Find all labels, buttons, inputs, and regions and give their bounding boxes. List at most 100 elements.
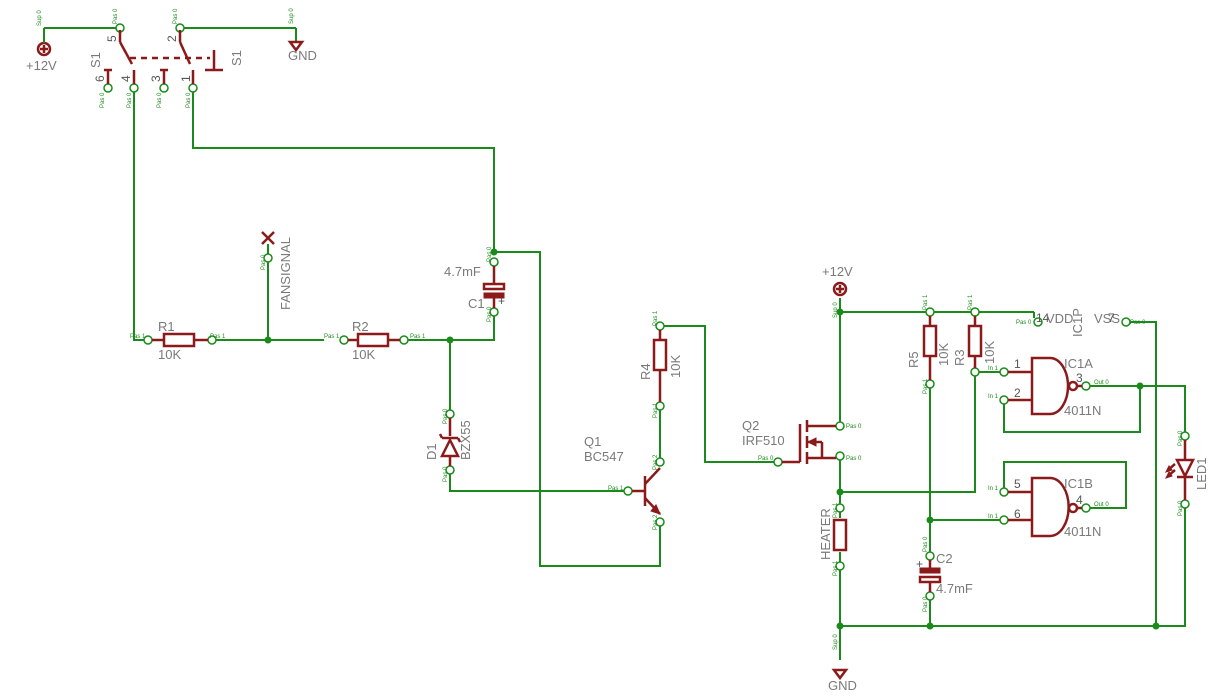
nand-gate-ic1a[interactable]: 1 2 3 IC1A 4011N bbox=[999, 356, 1101, 418]
pin-tag: In 1 bbox=[988, 394, 999, 400]
net-label-fansignal[interactable]: FANSIGNAL bbox=[261, 231, 293, 310]
pin-tag: Sup 0 bbox=[833, 302, 839, 318]
gnd-label: GND bbox=[288, 48, 317, 63]
component-value: 10K bbox=[982, 341, 997, 364]
gnd-symbol-top[interactable]: GND bbox=[287, 28, 317, 63]
pin-tag: Pas 1 bbox=[923, 294, 929, 310]
pin-number: 3 bbox=[1076, 371, 1083, 385]
pin-tag: Pas 0 bbox=[113, 8, 119, 24]
pin-tag: Pas 0 bbox=[1178, 500, 1184, 516]
resistor-r4[interactable]: R4 10K bbox=[638, 321, 683, 411]
capacitor-c1[interactable]: + 4.7mF C1 bbox=[444, 257, 506, 317]
component-name: D1 bbox=[424, 443, 439, 460]
pin-number: 3 bbox=[149, 75, 163, 82]
junction-dot bbox=[490, 248, 498, 256]
vcc-symbol-right[interactable]: +12V bbox=[822, 264, 853, 297]
ic1p-power[interactable]: 14 VDD IC1P VSS 7 bbox=[1033, 308, 1131, 337]
component-value: 4011N bbox=[1064, 524, 1101, 539]
pin-tag: Pas 2 bbox=[653, 514, 659, 530]
component-name: R3 bbox=[952, 349, 967, 366]
junction-dot bbox=[926, 516, 934, 524]
zener-diode-d1[interactable]: D1 BZX55 bbox=[424, 409, 473, 475]
pin-number: 2 bbox=[165, 35, 179, 42]
junctions bbox=[264, 248, 1160, 630]
pin-tag: Pas 0 bbox=[157, 92, 163, 108]
pin-number: 14 bbox=[1036, 311, 1050, 325]
pin-tag: Pas 0 bbox=[127, 92, 133, 108]
component-value: 10K bbox=[936, 343, 951, 366]
gnd-symbol-bottom[interactable]: GND bbox=[828, 668, 857, 693]
polarity-mark: + bbox=[916, 557, 923, 571]
pin-tag: Pas 0 bbox=[846, 424, 862, 430]
pin-tag: Pas 1 bbox=[130, 334, 146, 340]
polarity-mark: + bbox=[498, 294, 505, 308]
pin-tag: Pas 0 bbox=[487, 246, 493, 262]
component-value: IRF510 bbox=[742, 433, 785, 448]
component-value: 4.7mF bbox=[444, 264, 481, 279]
component-name: C2 bbox=[936, 551, 953, 566]
pin-tag: Pas 0 bbox=[487, 306, 493, 322]
switch-s1[interactable]: S1 S1 5 4 6 2 3 1 bbox=[88, 23, 244, 93]
pin-number: 6 bbox=[1014, 507, 1021, 521]
pin-number: 7 bbox=[1108, 311, 1115, 325]
led1[interactable]: LED1 bbox=[1165, 431, 1209, 509]
mosfet-q2[interactable]: Q2 IRF510 bbox=[742, 418, 845, 467]
resistor-r2[interactable]: R2 10K bbox=[339, 319, 409, 362]
switch-name-right: S1 bbox=[229, 50, 244, 66]
pin-tag: Pas 0 bbox=[261, 254, 267, 270]
component-name: IC1P bbox=[1070, 308, 1085, 337]
component-name: LED1 bbox=[1194, 457, 1209, 490]
pin-tag: Pas 1 bbox=[833, 502, 839, 518]
junction-dot bbox=[926, 622, 934, 630]
pin-number: 2 bbox=[1014, 386, 1021, 400]
pin-tag: Pas 1 bbox=[653, 402, 659, 418]
pin-number: 1 bbox=[1014, 357, 1021, 371]
pin-tag: Pas 0 bbox=[443, 466, 449, 482]
pin-tag: Pas 0 bbox=[443, 408, 449, 424]
junction-dot bbox=[1136, 382, 1144, 390]
component-name: HEATER bbox=[818, 508, 833, 560]
component-value: BZX55 bbox=[458, 420, 473, 460]
pin-tag: Pas 1 bbox=[968, 294, 974, 310]
vcc-symbol-topleft[interactable]: +12V bbox=[26, 28, 57, 73]
component-name: IC1B bbox=[1064, 476, 1093, 491]
pin-number: 5 bbox=[105, 35, 119, 42]
pin-tag: Pas 0 bbox=[173, 8, 179, 24]
pin-tag: Pas 1 bbox=[608, 486, 624, 492]
pin-tag: Pas 1 bbox=[210, 334, 226, 340]
nand-gate-ic1b[interactable]: 5 6 4 IC1B 4011N bbox=[999, 476, 1101, 539]
vss-label: VSS bbox=[1094, 311, 1120, 326]
pin-tag: Pas 0 bbox=[1178, 430, 1184, 446]
pin-tag: Sup 0 bbox=[833, 634, 839, 650]
capacitor-c2[interactable]: + C2 4.7mF bbox=[916, 551, 973, 601]
pin-tag: Pas 0 bbox=[923, 596, 929, 612]
component-value: 10K bbox=[352, 347, 375, 362]
pin-tag: Sup 0 bbox=[289, 8, 295, 24]
pin-tag: Pas 0 bbox=[923, 536, 929, 552]
component-value: 10K bbox=[668, 355, 683, 378]
resistor-r5[interactable]: R5 10K bbox=[906, 307, 951, 389]
component-name: R5 bbox=[906, 351, 921, 368]
pin-tags: Sup 0 Pas 0 Pas 0 Sup 0 Pas 0 Pas 0 Pas … bbox=[37, 8, 1184, 650]
component-name: Q2 bbox=[742, 418, 759, 433]
pin-tag: Pas 0 bbox=[1130, 320, 1146, 326]
heater[interactable]: HEATER bbox=[818, 503, 848, 571]
component-value: BC547 bbox=[584, 449, 624, 464]
pin-tag: Pas 0 bbox=[186, 92, 192, 108]
pin-number: 4 bbox=[119, 75, 133, 82]
component-value: 4.7mF bbox=[936, 581, 973, 596]
component-value: 10K bbox=[158, 347, 181, 362]
junction-dot bbox=[264, 336, 272, 344]
pin-number: 6 bbox=[93, 75, 107, 82]
component-value: 4011N bbox=[1064, 403, 1101, 418]
junction-dot bbox=[446, 336, 454, 344]
pin-tag: Out 0 bbox=[1094, 380, 1109, 386]
transistor-q1[interactable]: Q1 BC547 bbox=[584, 434, 665, 527]
resistor-r1[interactable]: R1 10K bbox=[143, 319, 217, 362]
pin-tag: Sup 0 bbox=[37, 10, 43, 26]
resistor-r3[interactable]: R3 10K bbox=[952, 307, 997, 377]
vdd-label: VDD bbox=[1046, 311, 1073, 326]
pin-tag: Pas 1 bbox=[833, 560, 839, 576]
pin-tag: Pas 0 bbox=[846, 456, 862, 462]
